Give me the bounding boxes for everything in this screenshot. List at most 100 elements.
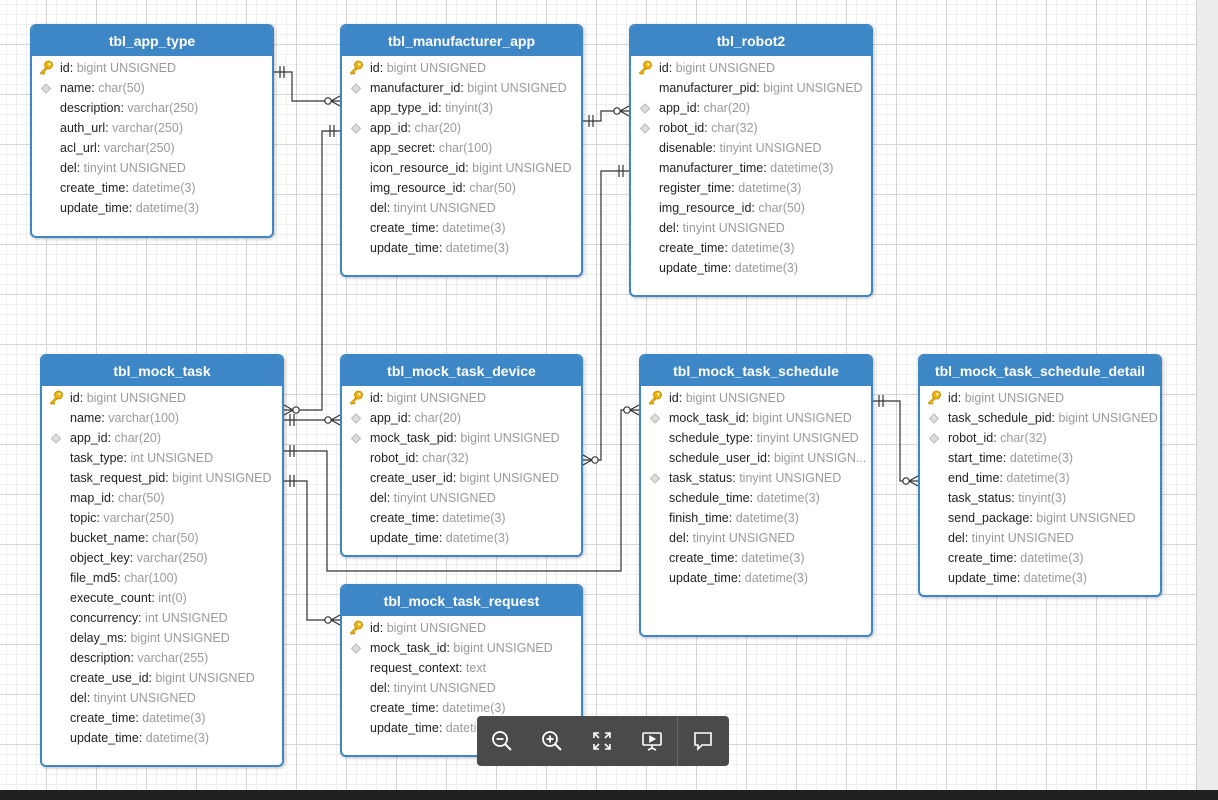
field-row[interactable]: id: bigint UNSIGNED — [342, 58, 581, 78]
field-row[interactable]: del: tinyint UNSIGNED — [631, 218, 871, 238]
field-row[interactable]: robot_id: char(32) — [342, 448, 581, 468]
field-row[interactable]: file_md5: char(100) — [42, 568, 282, 588]
field-row[interactable]: register_time: datetime(3) — [631, 178, 871, 198]
field-name: description — [70, 651, 131, 665]
index-icon — [647, 468, 663, 488]
relationship-line-4 — [284, 414, 341, 426]
field-row[interactable]: del: tinyint UNSIGNED — [920, 528, 1160, 548]
field-row[interactable]: robot_id: char(32) — [920, 428, 1160, 448]
field-row[interactable]: execute_count: int(0) — [42, 588, 282, 608]
field-row[interactable]: del: tinyint UNSIGNED — [342, 678, 581, 698]
field-row[interactable]: concurrency: int UNSIGNED — [42, 608, 282, 628]
field-row[interactable]: create_time: datetime(3) — [920, 548, 1160, 568]
field-row[interactable]: task_status: tinyint(3) — [920, 488, 1160, 508]
field-row[interactable]: del: tinyint UNSIGNED — [32, 158, 272, 178]
field-row[interactable]: create_time: datetime(3) — [631, 238, 871, 258]
field-row[interactable]: task_request_pid: bigint UNSIGNED — [42, 468, 282, 488]
field-row[interactable]: start_time: datetime(3) — [920, 448, 1160, 468]
field-row[interactable]: id: bigint UNSIGNED — [920, 388, 1160, 408]
field-row[interactable]: name: varchar(100) — [42, 408, 282, 428]
zoom-out-button[interactable] — [477, 716, 527, 766]
table-title: tbl_manufacturer_app — [342, 26, 581, 56]
field-row[interactable]: id: bigint UNSIGNED — [631, 58, 871, 78]
field-row[interactable]: del: tinyint UNSIGNED — [641, 528, 871, 548]
field-row[interactable]: del: tinyint UNSIGNED — [342, 488, 581, 508]
field-row[interactable]: update_time: datetime(3) — [920, 568, 1160, 588]
field-row[interactable]: id: bigint UNSIGNED — [32, 58, 272, 78]
field-row[interactable]: id: bigint UNSIGNED — [42, 388, 282, 408]
field-row[interactable]: icon_resource_id: bigint UNSIGNED — [342, 158, 581, 178]
field-row[interactable]: request_context: text — [342, 658, 581, 678]
field-row[interactable]: app_id: char(20) — [42, 428, 282, 448]
field-row[interactable]: delay_ms: bigint UNSIGNED — [42, 628, 282, 648]
field-row[interactable]: img_resource_id: char(50) — [342, 178, 581, 198]
field-row[interactable]: img_resource_id: char(50) — [631, 198, 871, 218]
field-row[interactable]: mock_task_id: bigint UNSIGNED — [641, 408, 871, 428]
field-row[interactable]: manufacturer_time: datetime(3) — [631, 158, 871, 178]
field-row[interactable]: finish_time: datetime(3) — [641, 508, 871, 528]
field-row[interactable]: del: tinyint UNSIGNED — [342, 198, 581, 218]
field-row[interactable]: app_id: char(20) — [342, 118, 581, 138]
field-row[interactable]: auth_url: varchar(250) — [32, 118, 272, 138]
field-row[interactable]: create_user_id: bigint UNSIGNED — [342, 468, 581, 488]
field-row[interactable]: id: bigint UNSIGNED — [342, 388, 581, 408]
field-row[interactable]: description: varchar(250) — [32, 98, 272, 118]
fit-screen-button[interactable] — [577, 716, 627, 766]
field-row[interactable]: acl_url: varchar(250) — [32, 138, 272, 158]
index-icon — [926, 408, 942, 428]
field-row[interactable]: update_time: datetime(3) — [631, 258, 871, 278]
field-name: del — [948, 531, 965, 545]
field-row[interactable]: name: char(50) — [32, 78, 272, 98]
field-row[interactable]: robot_id: char(32) — [631, 118, 871, 138]
field-row[interactable]: create_time: datetime(3) — [342, 508, 581, 528]
field-row[interactable]: end_time: datetime(3) — [920, 468, 1160, 488]
field-row[interactable]: id: bigint UNSIGNED — [342, 618, 581, 638]
field-row[interactable]: object_key: varchar(250) — [42, 548, 282, 568]
field-row[interactable]: update_time: datetime(3) — [641, 568, 871, 588]
field-row[interactable]: manufacturer_pid: bigint UNSIGNED — [631, 78, 871, 98]
field-row[interactable]: update_time: datetime(3) — [342, 238, 581, 258]
field-row[interactable]: task_status: tinyint UNSIGNED — [641, 468, 871, 488]
field-row[interactable]: map_id: char(50) — [42, 488, 282, 508]
field-row[interactable]: create_time: datetime(3) — [42, 708, 282, 728]
field-row[interactable]: app_id: char(20) — [631, 98, 871, 118]
field-row[interactable]: del: tinyint UNSIGNED — [42, 688, 282, 708]
field-row[interactable]: topic: varchar(250) — [42, 508, 282, 528]
zoom-in-button[interactable] — [527, 716, 577, 766]
field-type: datetime(3) — [145, 731, 209, 745]
field-row[interactable]: mock_task_id: bigint UNSIGNED — [342, 638, 581, 658]
field-row[interactable]: schedule_time: datetime(3) — [641, 488, 871, 508]
field-row[interactable]: app_secret: char(100) — [342, 138, 581, 158]
field-row[interactable]: description: varchar(255) — [42, 648, 282, 668]
field-row[interactable]: create_time: datetime(3) — [342, 698, 581, 718]
field-row[interactable]: manufacturer_id: bigint UNSIGNED — [342, 78, 581, 98]
field-row[interactable]: task_type: int UNSIGNED — [42, 448, 282, 468]
field-row[interactable]: create_time: datetime(3) — [32, 178, 272, 198]
field-row[interactable]: update_time: datetime(3) — [42, 728, 282, 748]
field-row[interactable]: disenable: tinyint UNSIGNED — [631, 138, 871, 158]
field-row[interactable]: task_schedule_pid: bigint UNSIGNED — [920, 408, 1160, 428]
field-row[interactable]: app_type_id: tinyint(3) — [342, 98, 581, 118]
field-row[interactable]: id: bigint UNSIGNED — [641, 388, 871, 408]
comment-button[interactable] — [678, 716, 728, 766]
field-row[interactable]: create_time: datetime(3) — [641, 548, 871, 568]
field-row[interactable]: create_time: datetime(3) — [342, 218, 581, 238]
field-separator: : — [386, 491, 394, 505]
field-row[interactable]: schedule_type: tinyint UNSIGNED — [641, 428, 871, 448]
field-row[interactable]: update_time: datetime(3) — [32, 198, 272, 218]
field-row[interactable]: create_use_id: bigint UNSIGNED — [42, 668, 282, 688]
field-row[interactable]: app_id: char(20) — [342, 408, 581, 428]
field-row[interactable]: mock_task_pid: bigint UNSIGNED — [342, 428, 581, 448]
field-row[interactable]: update_time: datetime(3) — [342, 528, 581, 548]
field-row[interactable]: schedule_user_id: bigint UNSIGN... — [641, 448, 871, 468]
field-row[interactable]: bucket_name: char(50) — [42, 528, 282, 548]
present-button[interactable] — [627, 716, 677, 766]
field-row[interactable]: send_package: bigint UNSIGNED — [920, 508, 1160, 528]
